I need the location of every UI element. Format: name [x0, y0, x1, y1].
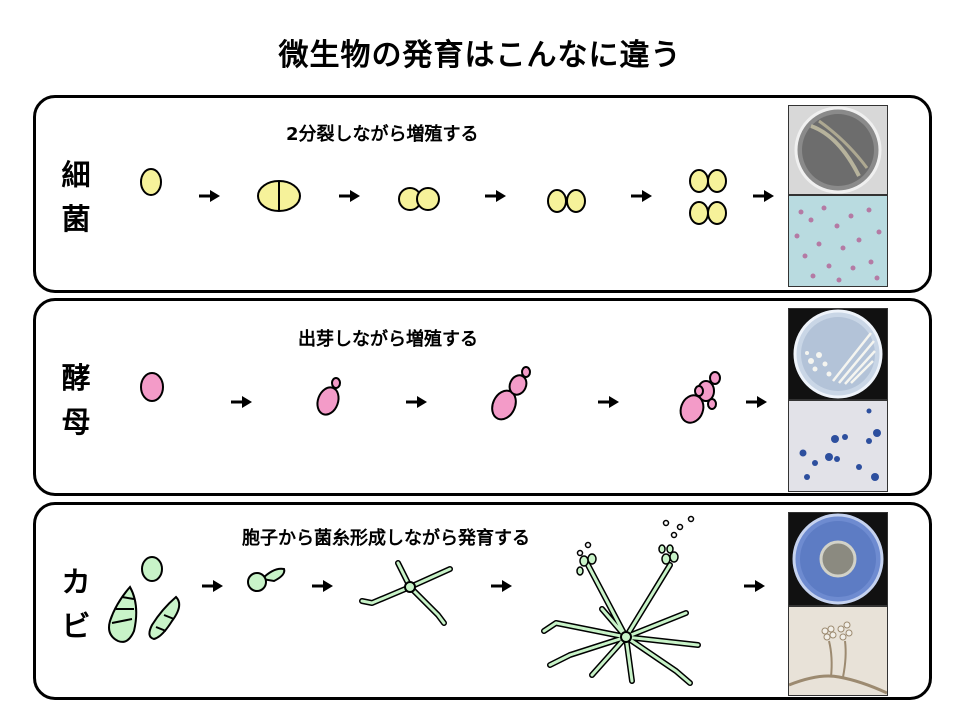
page-title: 微生物の発育はこんなに違う [278, 38, 682, 73]
bacteria-division-sequence [140, 168, 774, 225]
arrow-right-icon [406, 396, 427, 408]
microscope-image-icon [788, 195, 888, 287]
caption-bacteria: 2分裂しながら増殖する [286, 124, 479, 145]
bacteria-cell-single [140, 168, 162, 196]
row-label-mold: カ ビ [61, 565, 91, 643]
arrow-right-icon [598, 396, 619, 408]
petri-dish-icon [788, 308, 888, 400]
mold-spores [108, 556, 181, 643]
arrow-right-icon [485, 190, 506, 202]
mold-conidiophore-heads [576, 544, 679, 576]
yeast-cell-budding [316, 377, 341, 416]
bacteria-cell-pair-separated [547, 189, 586, 213]
arrow-right-icon [199, 190, 220, 202]
caption-yeast: 出芽しながら増殖する [298, 329, 478, 350]
arrow-right-icon [231, 396, 252, 408]
arrow-right-icon [312, 580, 333, 592]
yeast-cell-cluster [679, 371, 721, 424]
panel-mold: カ ビ 胞子から菌糸形成しながら発育する [33, 502, 932, 700]
arrow-right-icon [202, 580, 223, 592]
arrow-right-icon [491, 580, 512, 592]
panel-bacteria: 細 菌 2分裂しながら増殖する [33, 95, 932, 293]
mold-spore-germinating [247, 567, 286, 592]
yeast-cell-bud-chain [491, 366, 531, 421]
microscope-image-icon [788, 400, 888, 492]
caption-mold: 胞子から菌糸形成しながら発育する [242, 528, 530, 549]
arrow-right-icon [631, 190, 652, 202]
microscope-image-icon [788, 606, 888, 696]
petri-dish-icon [788, 512, 888, 606]
arrow-right-icon [753, 190, 774, 202]
mold-released-spores [576, 515, 695, 557]
bacteria-cell-dividing [257, 180, 301, 212]
arrow-right-icon [746, 396, 767, 408]
bacteria-cell-quartet [689, 169, 727, 225]
panel-yeast: 酵 母 出芽しながら増殖する [33, 298, 932, 496]
arrow-right-icon [339, 190, 360, 202]
row-label-bacteria: 細 菌 [61, 158, 91, 236]
petri-dish-icon [788, 105, 888, 195]
mold-growth-sequence [108, 515, 765, 686]
bacteria-cell-pair-joined [398, 187, 440, 211]
arrow-right-icon [744, 580, 765, 592]
yeast-cell-single [140, 372, 164, 402]
row-label-yeast: 酵 母 [61, 361, 91, 439]
yeast-budding-sequence [140, 366, 767, 424]
